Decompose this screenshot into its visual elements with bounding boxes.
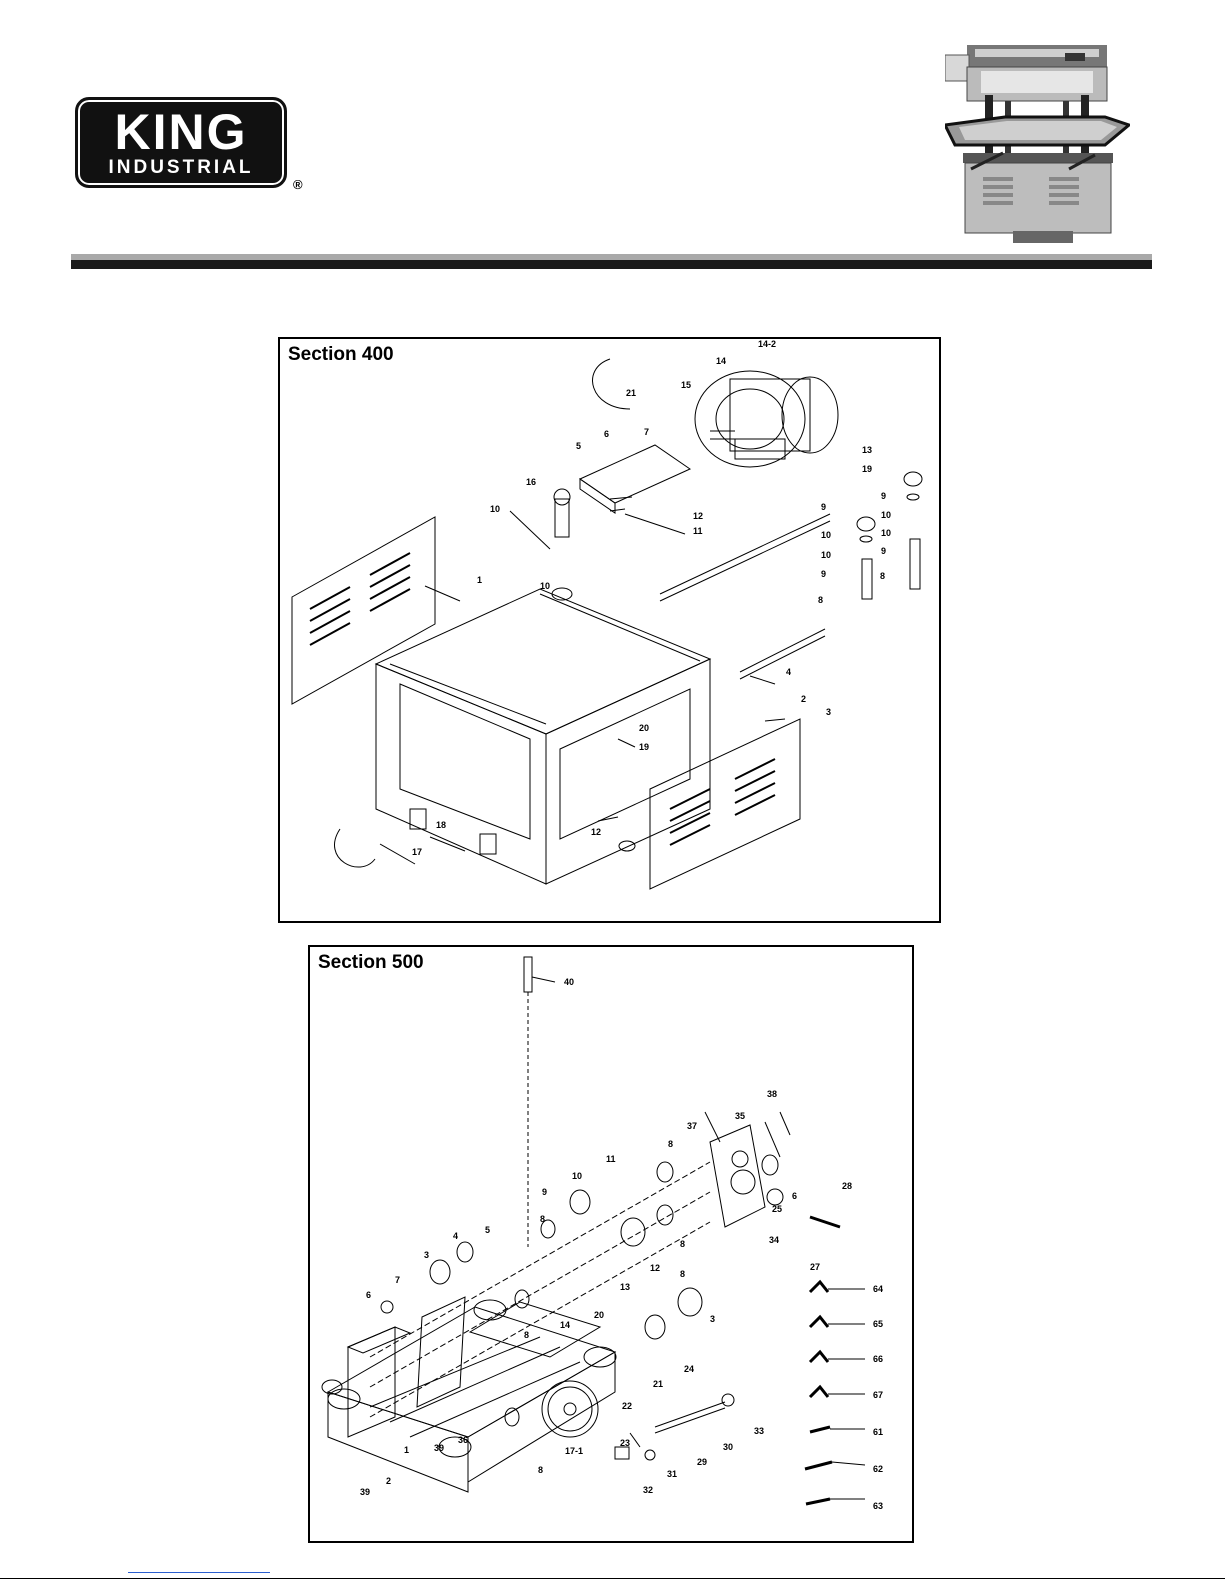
callout: 8 bbox=[880, 571, 885, 581]
callout: 38 bbox=[767, 1089, 777, 1099]
callout: 8 bbox=[538, 1465, 543, 1475]
callout: 12 bbox=[693, 511, 703, 521]
callout: 9 bbox=[821, 502, 826, 512]
callout: 8 bbox=[540, 1214, 545, 1224]
callout: 10 bbox=[572, 1171, 582, 1181]
registered-mark: ® bbox=[293, 177, 303, 192]
callout: 10 bbox=[490, 504, 500, 514]
callout: 11 bbox=[693, 526, 703, 536]
callout: 9 bbox=[542, 1187, 547, 1197]
callout: 39 bbox=[360, 1487, 370, 1497]
callout: 40 bbox=[564, 977, 574, 987]
callout: 65 bbox=[873, 1319, 883, 1329]
section-400-panel: Section 400 bbox=[278, 337, 941, 923]
callout: 8 bbox=[668, 1139, 673, 1149]
callout: 67 bbox=[873, 1390, 883, 1400]
callout: 33 bbox=[754, 1426, 764, 1436]
callout: 7 bbox=[644, 427, 649, 437]
callout: 12 bbox=[591, 827, 601, 837]
section-400-exploded-diagram: 14-2 14 15 21 7 6 5 13 19 16 12 11 10 9 … bbox=[280, 339, 939, 921]
callout: 34 bbox=[769, 1235, 779, 1245]
callout: 21 bbox=[626, 388, 636, 398]
callout: 8 bbox=[524, 1330, 529, 1340]
callout: 3 bbox=[710, 1314, 715, 1324]
callout: 11 bbox=[606, 1154, 616, 1164]
callout: 14-2 bbox=[758, 339, 776, 349]
callout: 20 bbox=[639, 723, 649, 733]
callout: 3 bbox=[826, 707, 831, 717]
callout: 8 bbox=[818, 595, 823, 605]
callout: 4 bbox=[453, 1231, 458, 1241]
callout: 29 bbox=[697, 1457, 707, 1467]
callout: 8 bbox=[680, 1239, 685, 1249]
callout: 36 bbox=[458, 1435, 468, 1445]
callout: 6 bbox=[604, 429, 609, 439]
callout: 63 bbox=[873, 1501, 883, 1511]
callout: 17 bbox=[412, 847, 422, 857]
callout: 9 bbox=[881, 491, 886, 501]
callout: 32 bbox=[643, 1485, 653, 1495]
callout: 37 bbox=[687, 1121, 697, 1131]
callout: 66 bbox=[873, 1354, 883, 1364]
callout: 10 bbox=[881, 510, 891, 520]
callout: 19 bbox=[639, 742, 649, 752]
callout: 9 bbox=[881, 546, 886, 556]
callout: 6 bbox=[792, 1191, 797, 1201]
header-rule-black bbox=[71, 260, 1152, 269]
callout: 24 bbox=[684, 1364, 694, 1374]
callout: 10 bbox=[821, 550, 831, 560]
callout: 20 bbox=[594, 1310, 604, 1320]
section-500-callouts: 40 38 35 37 8 11 10 9 28 6 25 34 27 8 4 … bbox=[360, 977, 883, 1511]
footer-rule bbox=[0, 1578, 1225, 1579]
callout: 30 bbox=[723, 1442, 733, 1452]
callout: 1 bbox=[477, 575, 482, 585]
callout: 22 bbox=[622, 1401, 632, 1411]
callout: 10 bbox=[881, 528, 891, 538]
callout: 5 bbox=[576, 441, 581, 451]
footer-link[interactable] bbox=[128, 1572, 270, 1573]
section-500-exploded-diagram: 40 38 35 37 8 11 10 9 28 6 25 34 27 8 4 … bbox=[310, 947, 912, 1541]
callout: 10 bbox=[540, 581, 550, 591]
callout: 12 bbox=[650, 1263, 660, 1273]
callout: 64 bbox=[873, 1284, 883, 1294]
section-400-callouts: 14-2 14 15 21 7 6 5 13 19 16 12 11 10 9 … bbox=[412, 339, 891, 857]
callout: 28 bbox=[842, 1181, 852, 1191]
callout: 14 bbox=[560, 1320, 570, 1330]
callout: 21 bbox=[653, 1379, 663, 1389]
callout: 15 bbox=[681, 380, 691, 390]
callout: 13 bbox=[862, 445, 872, 455]
callout: 18 bbox=[436, 820, 446, 830]
callout: 62 bbox=[873, 1464, 883, 1474]
callout: 4 bbox=[786, 667, 791, 677]
callout: 23 bbox=[620, 1438, 630, 1448]
callout: 14 bbox=[716, 356, 726, 366]
callout: 3 bbox=[424, 1250, 429, 1260]
callout: 39 bbox=[434, 1443, 444, 1453]
callout: 27 bbox=[810, 1262, 820, 1272]
callout: 9 bbox=[821, 569, 826, 579]
section-500-panel: Section 500 bbox=[308, 945, 914, 1543]
callout: 2 bbox=[801, 694, 806, 704]
callout: 17-1 bbox=[565, 1446, 583, 1456]
brand-logo: KING INDUSTRIAL bbox=[75, 97, 287, 188]
callout: 19 bbox=[862, 464, 872, 474]
callout: 31 bbox=[667, 1469, 677, 1479]
callout: 61 bbox=[873, 1427, 883, 1437]
planer-machine-illustration bbox=[945, 45, 1130, 245]
callout: 35 bbox=[735, 1111, 745, 1121]
callout: 8 bbox=[680, 1269, 685, 1279]
logo-wordmark: KING bbox=[78, 106, 284, 158]
callout: 13 bbox=[620, 1282, 630, 1292]
callout: 16 bbox=[526, 477, 536, 487]
callout: 6 bbox=[366, 1290, 371, 1300]
callout: 1 bbox=[404, 1445, 409, 1455]
callout: 7 bbox=[395, 1275, 400, 1285]
callout: 5 bbox=[485, 1225, 490, 1235]
callout: 25 bbox=[772, 1204, 782, 1214]
logo-subtitle: INDUSTRIAL bbox=[78, 158, 284, 178]
callout: 10 bbox=[821, 530, 831, 540]
callout: 2 bbox=[386, 1476, 391, 1486]
